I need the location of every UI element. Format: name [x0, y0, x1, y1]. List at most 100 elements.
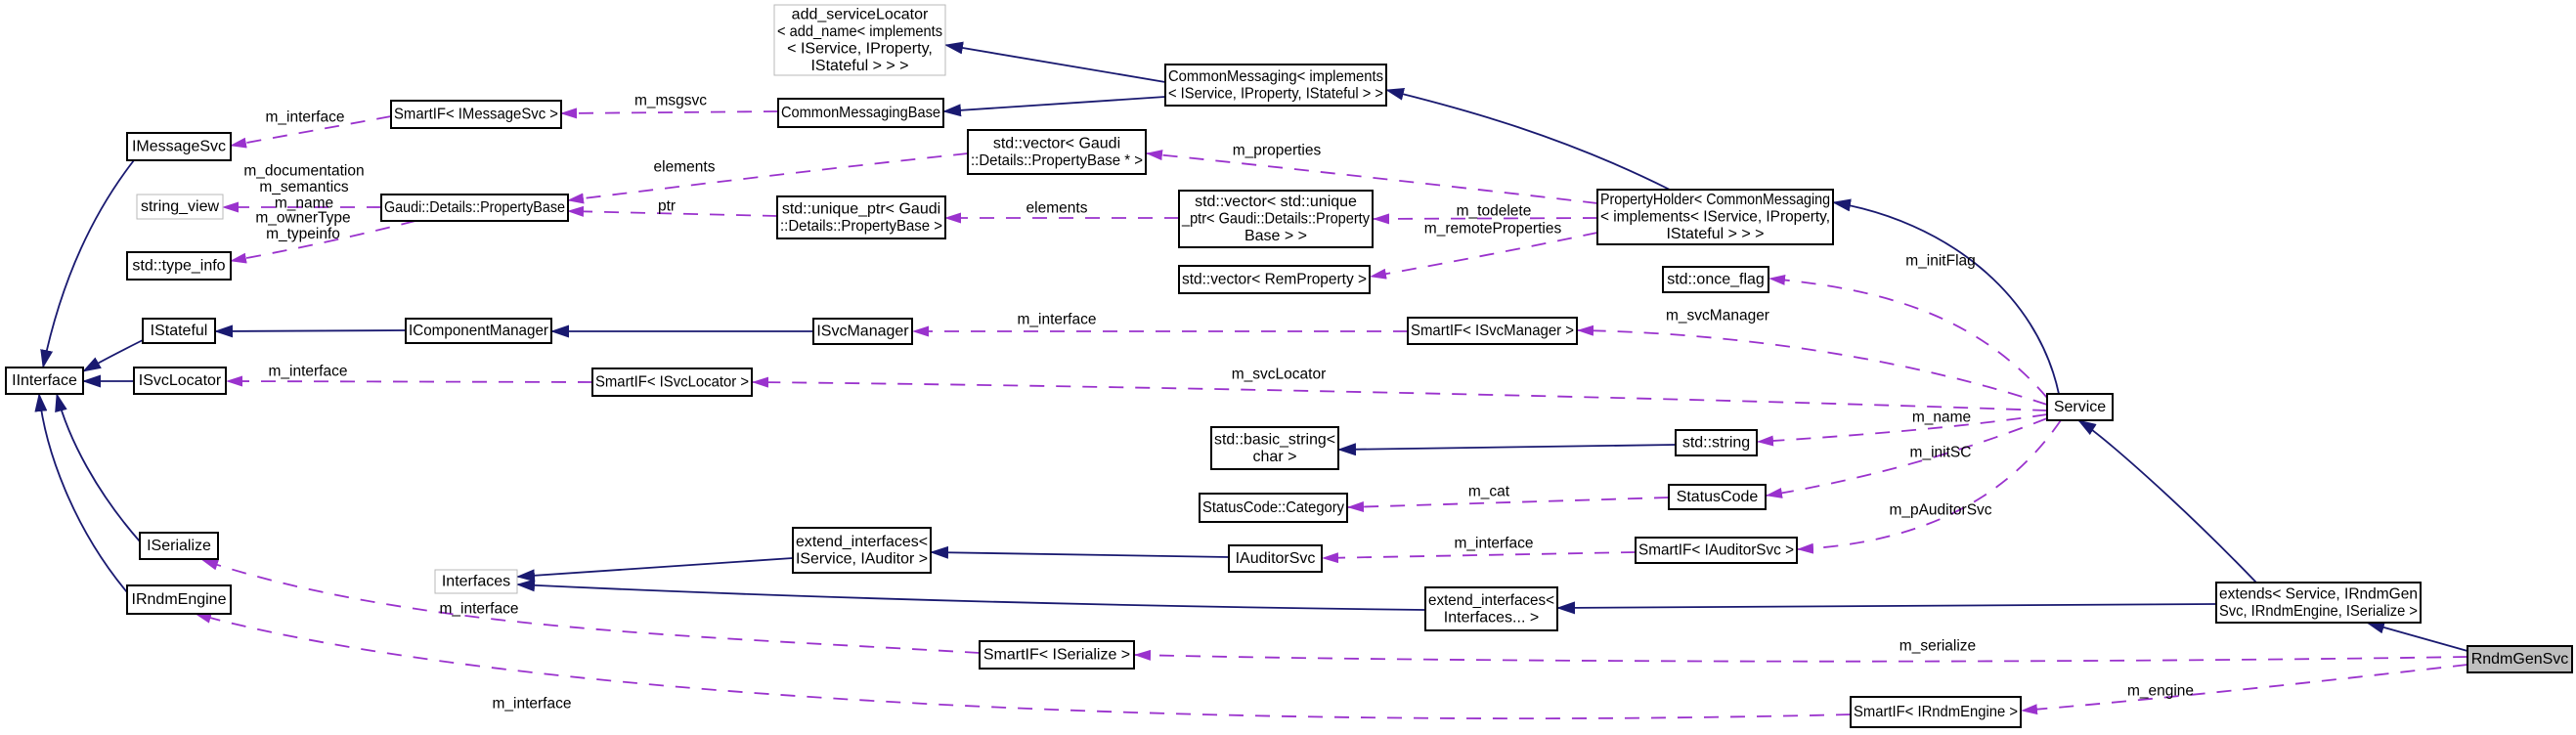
class-node-label-IComponentManager: IComponentManager	[409, 323, 549, 339]
edge-label-m_typeinfo: m_typeinfo	[266, 226, 340, 242]
edge-label-m_name: m_name	[275, 195, 333, 212]
class-node-add_serviceLocator[interactable]: add_serviceLocator< add_name< implements…	[773, 4, 946, 76]
class-node-label-Service: Service	[2054, 399, 2106, 415]
class-node-box-SmartIF_IMessageSvc	[390, 100, 562, 129]
class-node-box-CommonMessagingBase	[777, 98, 944, 128]
usage-edge-SmartIF_ISvcLocator-to-ISvcLocator	[226, 375, 593, 387]
edge-label-m_interface: m_interface	[440, 601, 519, 618]
class-node-label-add_serviceLocator: < IService, IProperty,	[787, 40, 933, 57]
class-node-RndmGenSvc[interactable]: RndmGenSvc	[2467, 645, 2573, 673]
class-node-box-std_string	[1675, 429, 1758, 456]
class-node-vector_PropertyBase_ptr[interactable]: std::vector< Gaudi::Details::PropertyBas…	[967, 129, 1147, 175]
edge-label-m_cat: m_cat	[1468, 484, 1510, 500]
class-node-box-IAuditorSvc	[1228, 544, 1323, 573]
class-node-IStateful[interactable]: IStateful	[142, 318, 216, 344]
class-node-ISvcManager[interactable]: ISvcManager	[812, 318, 913, 345]
class-node-IInterface[interactable]: IInterface	[5, 367, 84, 395]
usage-edge-vector_PropertyBase_ptr-to-PropertyBase	[567, 152, 969, 204]
class-node-ISerialize[interactable]: ISerialize	[139, 532, 219, 560]
class-node-SmartIF_ISvcLocator[interactable]: SmartIF< ISvcLocator >	[591, 368, 753, 397]
class-node-label-IInterface: IInterface	[12, 372, 77, 389]
class-node-ISvcLocator[interactable]: ISvcLocator	[133, 367, 227, 395]
edge-label-m_svcLocator: m_svcLocator	[1232, 367, 1326, 383]
class-node-label-PropertyBase: Gaudi::Details::PropertyBase	[384, 199, 565, 216]
class-node-type_info[interactable]: std::type_info	[126, 251, 232, 281]
inheritance-edge-extend_interfaces_IService_IAuditor-to-Interfaces	[516, 557, 794, 583]
inheritance-edge-Service-to-PropertyHolder	[1832, 198, 2060, 395]
class-node-SmartIF_ISvcManager[interactable]: SmartIF< ISvcManager >	[1407, 317, 1578, 345]
class-node-label-IMessageSvc: IMessageSvc	[132, 139, 226, 155]
class-node-label-CommonMessaging: CommonMessaging< implements	[1168, 68, 1383, 85]
class-node-label-SmartIF_ISerialize: SmartIF< ISerialize >	[983, 647, 1130, 664]
class-node-box-vector_unique_ptr	[1178, 190, 1374, 248]
class-node-box-IComponentManager	[405, 318, 552, 344]
class-node-IMessageSvc[interactable]: IMessageSvc	[126, 132, 232, 161]
class-node-box-unique_ptr_PropertyBase	[776, 195, 946, 239]
class-node-SmartIF_IMessageSvc[interactable]: SmartIF< IMessageSvc >	[390, 100, 562, 129]
class-node-label-IStateful: IStateful	[151, 323, 208, 339]
class-node-Service[interactable]: Service	[2046, 393, 2114, 421]
class-node-basic_string[interactable]: std::basic_string<char >	[1210, 426, 1339, 470]
class-node-label-SmartIF_ISvcManager: SmartIF< ISvcManager >	[1411, 323, 1574, 339]
class-node-StatusCode_Category[interactable]: StatusCode::Category	[1199, 493, 1348, 523]
class-node-label-unique_ptr_PropertyBase: ::Details::PropertyBase >	[780, 218, 942, 235]
usage-edge-RndmGenSvc-to-SmartIF_ISerialize	[1134, 649, 2468, 663]
class-node-box-extends_Service	[2215, 582, 2422, 624]
class-node-extend_interfaces_IService_IAuditor[interactable]: extend_interfaces<IService, IAuditor >	[792, 527, 932, 574]
class-node-label-extends_Service: Svc, IRndmEngine, ISerialize >	[2219, 603, 2418, 620]
edge-label-m_initSC: m_initSC	[1910, 445, 1972, 461]
edge-label-m_documentation: m_documentation	[243, 163, 364, 180]
class-node-box-SmartIF_ISerialize	[979, 640, 1135, 670]
class-node-label-add_serviceLocator: add_serviceLocator	[792, 6, 929, 22]
class-node-box-IInterface	[5, 367, 84, 395]
class-node-std_string[interactable]: std::string	[1675, 429, 1758, 456]
class-node-PropertyBase[interactable]: Gaudi::Details::PropertyBase	[380, 194, 569, 222]
edge-label-m_pAuditorSvc: m_pAuditorSvc	[1889, 502, 1991, 519]
class-node-vector_unique_ptr[interactable]: std::vector< std::unique_ptr< Gaudi::Det…	[1178, 190, 1374, 248]
class-node-PropertyHolder[interactable]: PropertyHolder< CommonMessaging< impleme…	[1596, 189, 1834, 245]
class-node-unique_ptr_PropertyBase[interactable]: std::unique_ptr< Gaudi::Details::Propert…	[776, 195, 946, 239]
class-node-label-string_view: string_view	[141, 198, 219, 215]
class-node-CommonMessagingBase[interactable]: CommonMessagingBase	[777, 98, 944, 128]
class-node-Interfaces[interactable]: Interfaces	[434, 569, 518, 594]
class-node-label-vector_PropertyBase_ptr: std::vector< Gaudi	[993, 135, 1120, 151]
edge-label-m_ownerType: m_ownerType	[255, 210, 350, 227]
class-node-label-add_serviceLocator: < add_name< implements	[777, 23, 942, 40]
class-node-SmartIF_ISerialize[interactable]: SmartIF< ISerialize >	[979, 640, 1135, 670]
class-node-label-SmartIF_IAuditorSvc: SmartIF< IAuditorSvc >	[1638, 542, 1794, 559]
edge-label-m_initFlag: m_initFlag	[1905, 253, 1976, 270]
edge-label-m_todelete: m_todelete	[1457, 203, 1532, 220]
usage-edge-unique_ptr_PropertyBase-to-PropertyBase	[567, 205, 778, 217]
class-node-once_flag[interactable]: std::once_flag	[1662, 266, 1769, 293]
class-node-string_view[interactable]: string_view	[136, 194, 224, 220]
class-node-vector_RemProperty[interactable]: std::vector< RemProperty >	[1178, 265, 1371, 294]
class-node-StatusCode[interactable]: StatusCode	[1668, 484, 1767, 510]
inheritance-edge-IMessageSvc-to-IInterface	[40, 159, 135, 368]
class-node-label-vector_RemProperty: std::vector< RemProperty >	[1182, 272, 1367, 288]
class-node-CommonMessaging[interactable]: CommonMessaging< implements< IService, I…	[1164, 64, 1387, 107]
class-node-extend_interfaces_variadic[interactable]: extend_interfaces<Interfaces... >	[1424, 586, 1558, 631]
usage-edge-PropertyHolder-to-vector_unique_ptr	[1373, 213, 1598, 225]
class-node-IRndmEngine[interactable]: IRndmEngine	[126, 584, 232, 615]
class-node-box-vector_PropertyBase_ptr	[967, 129, 1147, 175]
inheritance-edge-IComponentManager-to-IStateful	[214, 324, 407, 338]
class-node-label-unique_ptr_PropertyBase: std::unique_ptr< Gaudi	[782, 200, 940, 217]
class-node-SmartIF_IAuditorSvc[interactable]: SmartIF< IAuditorSvc >	[1635, 537, 1798, 564]
class-node-IComponentManager[interactable]: IComponentManager	[405, 318, 552, 344]
class-node-box-CommonMessaging	[1164, 64, 1387, 107]
edge-label-m_interface: m_interface	[1455, 536, 1534, 552]
class-node-IAuditorSvc[interactable]: IAuditorSvc	[1228, 544, 1323, 573]
class-node-label-IRndmEngine: IRndmEngine	[132, 591, 227, 608]
class-node-box-IStateful	[142, 318, 216, 344]
inheritance-edge-PropertyHolder-to-CommonMessaging	[1385, 87, 1671, 191]
class-node-box-Interfaces	[434, 569, 518, 594]
class-node-box-ISvcLocator	[133, 367, 227, 395]
class-node-box-StatusCode	[1668, 484, 1767, 510]
class-node-label-type_info: std::type_info	[132, 258, 225, 275]
inheritance-edge-CommonMessaging-to-add_serviceLocator	[944, 41, 1166, 83]
class-node-box-SmartIF_ISvcLocator	[591, 368, 753, 397]
class-node-SmartIF_IRndmEngine[interactable]: SmartIF< IRndmEngine >	[1850, 696, 2022, 728]
